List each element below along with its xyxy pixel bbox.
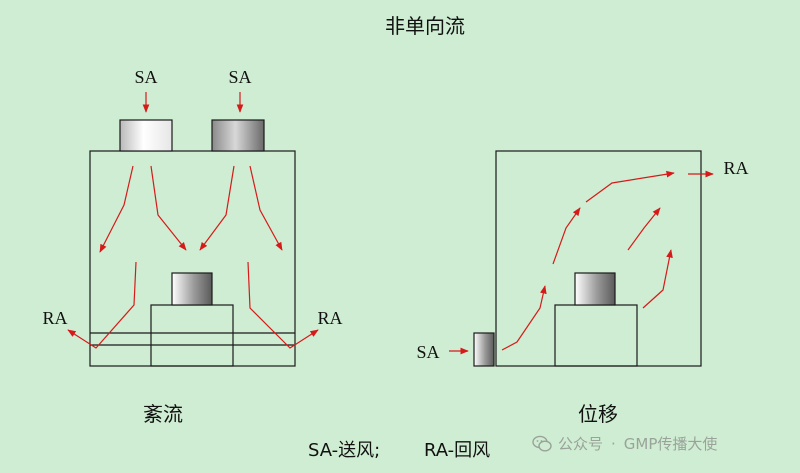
left-diagram-caption: 紊流 bbox=[143, 402, 183, 426]
left-return-arrow-2 bbox=[247, 261, 319, 349]
left-supply-diffuser-2 bbox=[211, 119, 265, 152]
legend: SA-送风; RA-回风 bbox=[308, 436, 490, 462]
right-workbench bbox=[554, 304, 638, 367]
left-flow-arrow-1 bbox=[99, 165, 134, 253]
right-diagram-caption: 位移 bbox=[578, 402, 618, 426]
right-supply-diffuser bbox=[473, 332, 495, 367]
left-flow-arrow-2 bbox=[150, 165, 187, 251]
wechat-icon bbox=[532, 435, 552, 452]
right-return-label: RA bbox=[723, 158, 748, 178]
right-equipment-block bbox=[574, 272, 616, 306]
watermark: 公众号 · GMP传播大使 bbox=[532, 433, 717, 454]
left-flow-arrow-3 bbox=[199, 165, 235, 251]
left-flow-arrow-4 bbox=[249, 165, 283, 251]
right-supply-label: SA bbox=[416, 342, 439, 362]
right-flow-arrow-2 bbox=[552, 207, 581, 265]
left-room-outline bbox=[89, 150, 296, 367]
left-supply-label-2: SA bbox=[228, 67, 251, 87]
left-supply-label-1: SA bbox=[134, 67, 157, 87]
left-equipment-block bbox=[171, 272, 213, 306]
right-room-outline bbox=[495, 150, 702, 367]
watermark-source: 公众号 bbox=[558, 435, 604, 453]
turbulent-flow-diagram: SA SA RA RA bbox=[42, 67, 343, 367]
legend-ra: RA-回风 bbox=[423, 440, 491, 461]
right-flow-arrow-1 bbox=[501, 285, 547, 351]
left-supply-diffuser-1 bbox=[119, 119, 173, 152]
legend-sa: SA-送风; bbox=[308, 440, 381, 461]
left-return-label-2: RA bbox=[317, 308, 342, 328]
right-flow-arrow-4 bbox=[627, 207, 661, 251]
left-return-label-1: RA bbox=[42, 308, 67, 328]
left-workbench bbox=[150, 304, 234, 367]
watermark-separator: · bbox=[611, 434, 616, 453]
right-flow-arrow-5 bbox=[642, 249, 673, 309]
watermark-account: GMP传播大使 bbox=[623, 435, 718, 453]
right-flow-arrow-3 bbox=[585, 170, 675, 203]
displacement-flow-diagram: SA RA bbox=[416, 150, 749, 367]
diagram-title: 非单向流 bbox=[385, 14, 465, 38]
left-return-arrow-1 bbox=[67, 261, 137, 349]
